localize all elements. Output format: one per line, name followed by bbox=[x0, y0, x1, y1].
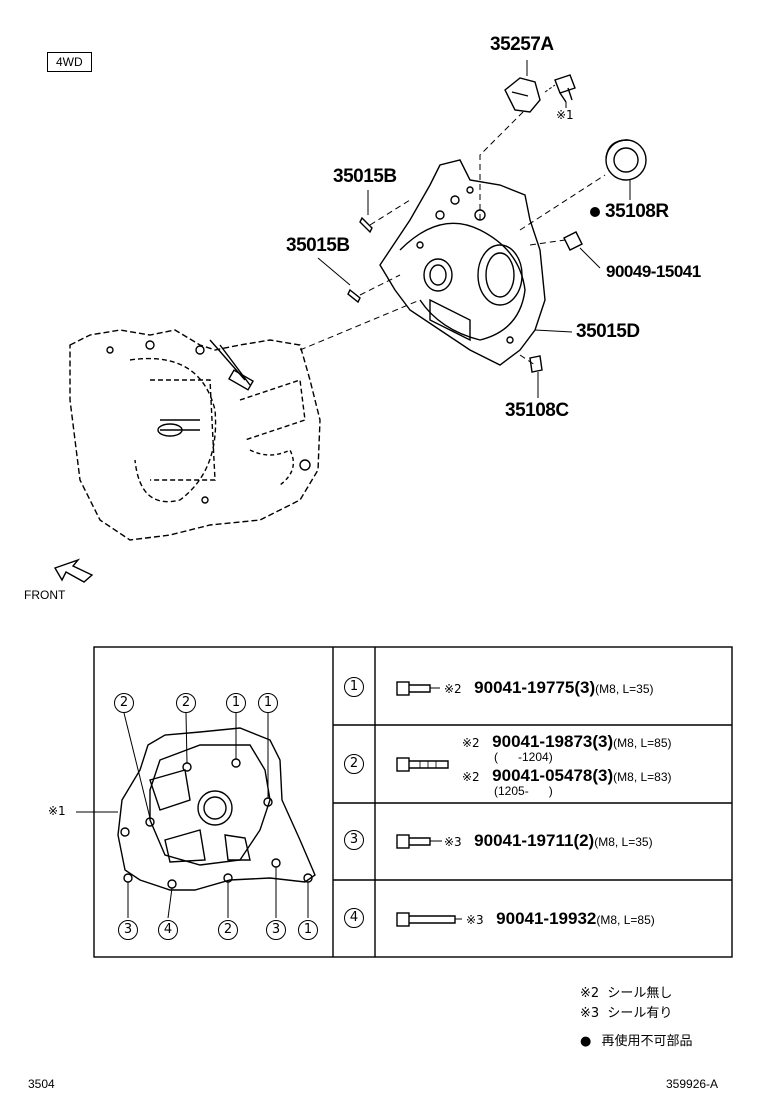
plug-90049 bbox=[563, 231, 583, 251]
row3-part: 90041-19711 bbox=[474, 831, 574, 850]
row4-note: ※3 bbox=[466, 913, 484, 927]
label-35015B-lower: 35015B bbox=[286, 235, 350, 256]
row2b-part: 90041-05478 bbox=[492, 766, 593, 785]
plate-callout-bottom-3: 2 bbox=[218, 920, 238, 940]
label-ref1-bolt: ※1 bbox=[556, 108, 574, 122]
table-row-2a: ※2 90041-19873(3)(M8, L=85) bbox=[462, 732, 672, 752]
label-front: FRONT bbox=[24, 588, 66, 602]
row1-part: 90041-19775 bbox=[474, 678, 575, 697]
row-index-2: 2 bbox=[344, 754, 364, 774]
row3-note: ※3 bbox=[444, 835, 462, 849]
plug-35108C bbox=[529, 355, 543, 373]
table-row-3: ※3 90041-19711(2)(M8, L=35) bbox=[444, 831, 653, 851]
exploded-diagram bbox=[53, 60, 647, 583]
label-35015D: 35015D bbox=[576, 321, 640, 342]
legend-dot-row: ● 再使用不可部品 bbox=[580, 1030, 693, 1049]
cover-35257A bbox=[504, 77, 541, 113]
pin-35015B-upper bbox=[359, 216, 373, 234]
variant-tag-4wd: 4WD bbox=[47, 52, 92, 72]
row-index-4: 4 bbox=[344, 908, 364, 928]
row2a-spec: (M8, L=85) bbox=[613, 736, 672, 750]
bolt-icon-row1 bbox=[396, 681, 440, 696]
bolt-icon-row2 bbox=[396, 757, 449, 772]
table-row-4: ※3 90041-19932(M8, L=85) bbox=[466, 909, 655, 929]
table-row-2b: ※2 90041-05478(3)(M8, L=83) bbox=[462, 766, 672, 786]
row2a-qty: (3) bbox=[592, 732, 614, 751]
extension-housing bbox=[379, 159, 546, 366]
label-35257A: 35257A bbox=[490, 34, 554, 55]
row2b-spec: (M8, L=83) bbox=[613, 770, 672, 784]
plate-callout-top-3: 1 bbox=[226, 693, 246, 713]
row-index-3: 3 bbox=[344, 830, 364, 850]
plate-callout-bottom-4: 3 bbox=[266, 920, 286, 940]
plate-callout-top-1: 2 bbox=[114, 693, 134, 713]
bolt-icon-row3 bbox=[396, 834, 442, 849]
footer-drawing-id: 359926-A bbox=[666, 1077, 719, 1091]
plate-callout-bottom-5: 1 bbox=[298, 920, 318, 940]
row2a-note: ※2 bbox=[462, 736, 480, 750]
label-90049-15041: 90049-15041 bbox=[606, 262, 701, 281]
label-35015B-upper: 35015B bbox=[333, 166, 397, 187]
label-35108C: 35108C bbox=[505, 400, 569, 421]
pin-35015B-lower bbox=[347, 288, 361, 304]
row1-spec: (M8, L=35) bbox=[595, 682, 654, 696]
legend-dot-icon: ● bbox=[580, 1034, 592, 1049]
housing-plate bbox=[117, 727, 316, 891]
legend-note3: ※3 シール有り bbox=[580, 1006, 673, 1021]
row2b-range: (1205- ) bbox=[494, 784, 553, 798]
table-ref1-label: ※1 bbox=[48, 804, 66, 818]
row2b-qty: (3) bbox=[592, 766, 614, 785]
legend-dot-text: 再使用不可部品 bbox=[601, 1034, 693, 1049]
row-index-1: 1 bbox=[344, 677, 364, 697]
row4-spec: (M8, L=85) bbox=[596, 913, 655, 927]
bolt-icon-row4 bbox=[396, 912, 462, 927]
plate-callout-bottom-2: 4 bbox=[158, 920, 178, 940]
row3-spec: (M8, L=35) bbox=[594, 835, 653, 849]
row1-qty: (3) bbox=[574, 678, 596, 697]
plate-callout-bottom-1: 3 bbox=[118, 920, 138, 940]
row2b-note: ※2 bbox=[462, 770, 480, 784]
front-arrow-icon bbox=[53, 558, 94, 583]
transmission-case bbox=[69, 329, 321, 541]
row4-part: 90041-19932 bbox=[496, 909, 597, 928]
row1-note: ※2 bbox=[444, 682, 462, 696]
non-reusable-dot-35108R bbox=[590, 207, 600, 217]
row2a-range: ( -1204) bbox=[494, 750, 553, 764]
label-35108R: 35108R bbox=[605, 201, 669, 222]
footer-page-code: 3504 bbox=[28, 1077, 55, 1091]
row2a-part: 90041-19873 bbox=[492, 732, 593, 751]
legend-note2: ※2 シール無し bbox=[580, 986, 673, 1001]
table-row-1: ※2 90041-19775(3)(M8, L=35) bbox=[444, 678, 654, 698]
plate-callout-top-4: 1 bbox=[258, 693, 278, 713]
plate-callout-top-2: 2 bbox=[176, 693, 196, 713]
row3-qty: (2) bbox=[573, 831, 595, 850]
